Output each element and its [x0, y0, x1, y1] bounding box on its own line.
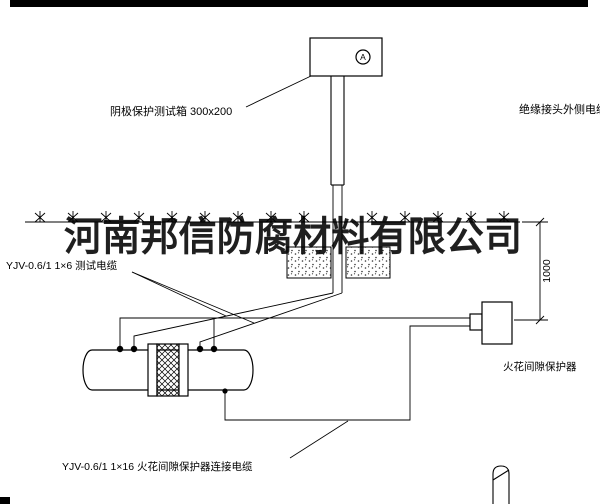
spark-gap-cable-label: YJV-0.6/1 1×16 火花间隙保护器连接电缆: [62, 460, 253, 473]
test-cables: [133, 292, 343, 349]
anode-detail-symbol: [492, 465, 510, 504]
spark-gap-cables: [119, 317, 470, 421]
riser-conduit: [332, 185, 343, 293]
spark-gap-protector: [469, 301, 513, 345]
concrete-block-right: [345, 246, 391, 279]
test-box: [309, 37, 383, 77]
test-cable-leader-lines: [131, 271, 255, 324]
pipeline: [82, 343, 254, 397]
company-watermark: 河南邦信防腐材料有限公司: [64, 213, 522, 260]
test-box-leader-line: [245, 75, 312, 108]
ammeter-symbol: A: [360, 52, 366, 62]
test-box-label: 阴极保护测试箱 300x200: [110, 104, 232, 118]
insulated-joint-cable-label: 绝缘接头外侧电缆: [519, 102, 600, 116]
insulating-joint: [156, 343, 180, 397]
spark-gap-protector-label: 火花间隙保护器: [503, 360, 577, 373]
spark-gap-cable-leader-line: [289, 420, 349, 459]
riser-casing: [330, 76, 345, 186]
joint-flange-left: [147, 343, 158, 397]
joint-flange-right: [178, 343, 189, 397]
frame-bottom-left-mark: [0, 497, 10, 504]
dimension-1000: [514, 217, 548, 325]
ammeter-circle: [355, 49, 371, 65]
frame-top-bar: [10, 0, 588, 7]
concrete-block-left: [286, 246, 332, 279]
dimension-1000-label: 1000: [541, 259, 553, 283]
test-cable-label: YJV-0.6/1 1×6 测试电缆: [6, 259, 118, 272]
